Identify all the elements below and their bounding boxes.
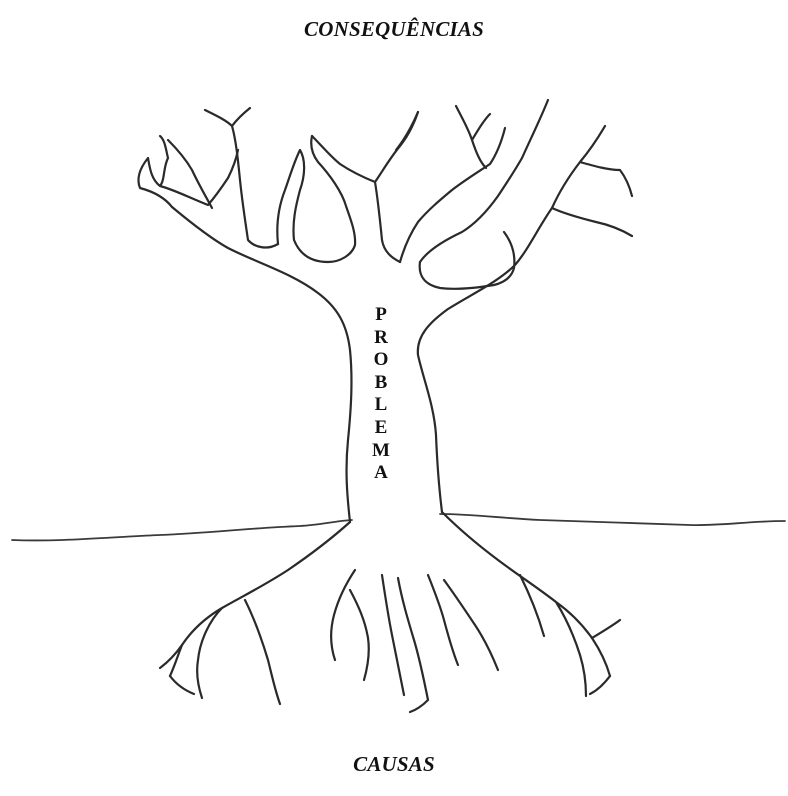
root-centre-right	[428, 575, 498, 670]
problem-letter: L	[375, 394, 388, 417]
root-centre	[382, 575, 428, 712]
ground-line	[12, 514, 785, 540]
branch-right-1	[400, 128, 505, 262]
problem-letter: R	[374, 327, 388, 350]
root-right-main	[442, 512, 610, 696]
branch-centre-twig	[396, 112, 418, 150]
root-left-main	[170, 522, 350, 698]
branch-right-outer	[552, 126, 632, 236]
root-centre-left	[331, 570, 369, 680]
branch-right-loop	[420, 232, 515, 289]
problem-letter: A	[374, 462, 388, 485]
causes-heading: CAUSAS	[0, 752, 788, 777]
branch-left-inner	[277, 150, 328, 262]
problem-letter: M	[372, 440, 390, 463]
branch-left-loop	[311, 136, 355, 262]
trunk-right-edge	[418, 208, 552, 512]
trunk-left-edge	[172, 207, 351, 522]
branch-centre	[312, 112, 418, 262]
branch-left-twig	[205, 108, 278, 247]
branch-left-upper	[168, 140, 238, 208]
problem-label-vertical: P R O B L E M A	[366, 304, 396, 485]
problem-letter: E	[375, 417, 388, 440]
root-left-twigs	[160, 600, 280, 704]
branch-right-2	[456, 106, 490, 168]
problem-letter: O	[374, 349, 389, 372]
root-right-twigs	[520, 575, 620, 694]
branch-left-outer	[138, 136, 228, 207]
branch-right-3	[420, 100, 548, 262]
problem-letter: P	[375, 304, 387, 327]
problem-letter: B	[375, 372, 388, 395]
